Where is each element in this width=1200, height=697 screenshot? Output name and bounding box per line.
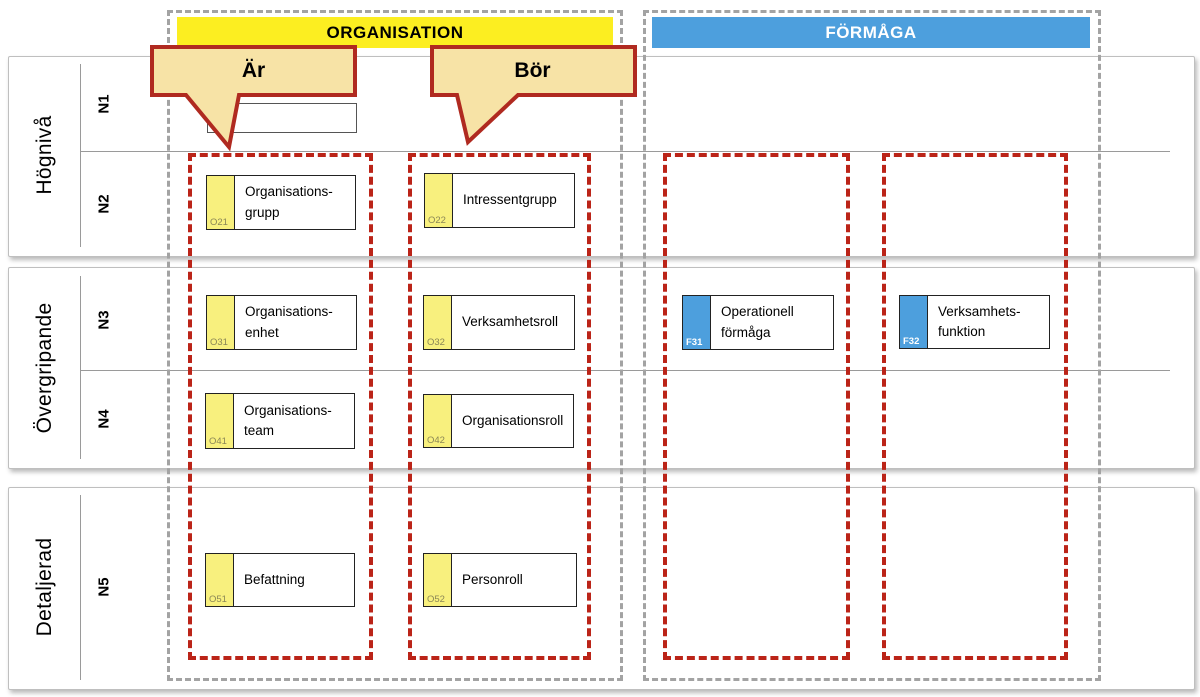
n3-n4-divider [80,370,1170,371]
entity-o21: O21 Organisations-grupp [206,175,356,230]
entity-f32-code: F32 [903,336,920,347]
entity-o52-tab: O52 [424,554,452,606]
band1-vertical-divider [80,64,81,247]
entity-f32-label: Verksamhets-funktion [938,303,1021,339]
entity-o42-label: Organisationsroll [462,412,564,428]
formaga-header: FÖRMÅGA [652,17,1090,48]
entity-o41: O41 Organisations-team [205,393,355,449]
formaga-column-frame [643,10,1101,681]
entity-f32: F32 Verksamhets-funktion [899,295,1050,349]
band3-vertical-divider [80,495,81,680]
callout-bor-label: Bör [514,59,551,82]
entity-o31: O31 Organisations-enhet [206,295,357,350]
entity-f31-tab: F31 [683,296,711,349]
entity-o32: O32 Verksamhetsroll [423,295,575,350]
entity-o31-code: O31 [210,337,228,348]
entity-o52-label: Personroll [462,571,523,587]
entity-f32-tab: F32 [900,296,928,348]
entity-o22-label: Intressentgrupp [463,192,557,208]
row-group-label-hogniva: Högnivå [33,115,56,195]
entity-o42-code: O42 [427,435,445,446]
entity-o21-tab: O21 [207,176,235,229]
level-label-n3: N3 [95,310,113,330]
entity-o42: O42 Organisationsroll [423,394,574,448]
formaga-ar-selection-frame [663,153,850,660]
organisation-ar-selection-frame [188,153,373,660]
row-group-label-detaljerad: Detaljerad [33,537,56,637]
n1-n2-divider [80,151,1170,152]
entity-o52-code: O52 [427,594,445,605]
level-label-n2: N2 [95,194,113,214]
entity-f31-code: F31 [686,337,703,348]
entity-o32-code: O32 [427,337,445,348]
n1-placeholder-box [207,103,357,133]
entity-o32-label: Verksamhetsroll [462,314,559,330]
organisation-header: ORGANISATION [177,17,613,48]
entity-o41-label: Organisations-team [244,402,332,438]
level-label-n1: N1 [95,94,113,114]
band2-vertical-divider [80,276,81,459]
row-group-label-overgripande: Övergripande [33,302,56,434]
entity-o51-code: O51 [209,594,227,605]
callout-ar-label: Är [241,59,266,82]
entity-o41-code: O41 [209,436,227,447]
entity-o21-code: O21 [210,217,228,228]
entity-o41-tab: O41 [206,394,234,448]
organisation-bor-selection-frame [408,153,591,660]
level-label-n4: N4 [95,409,113,429]
entity-o22: O22 Intressentgrupp [424,173,575,228]
entity-o51: O51 Befattning [205,553,355,607]
entity-o42-tab: O42 [424,395,452,447]
entity-o32-tab: O32 [424,296,452,349]
entity-o22-code: O22 [428,215,446,226]
formaga-bor-selection-frame [882,153,1068,660]
entity-o51-tab: O51 [206,554,234,606]
entity-o52: O52 Personroll [423,553,577,607]
level-label-n5: N5 [95,577,113,597]
entity-o21-label: Organisations-grupp [245,184,333,220]
entity-o22-tab: O22 [425,174,453,227]
entity-o51-label: Befattning [244,571,305,587]
organisation-column-frame [167,10,623,681]
entity-o31-tab: O31 [207,296,235,349]
entity-o31-label: Organisations-enhet [245,304,333,340]
